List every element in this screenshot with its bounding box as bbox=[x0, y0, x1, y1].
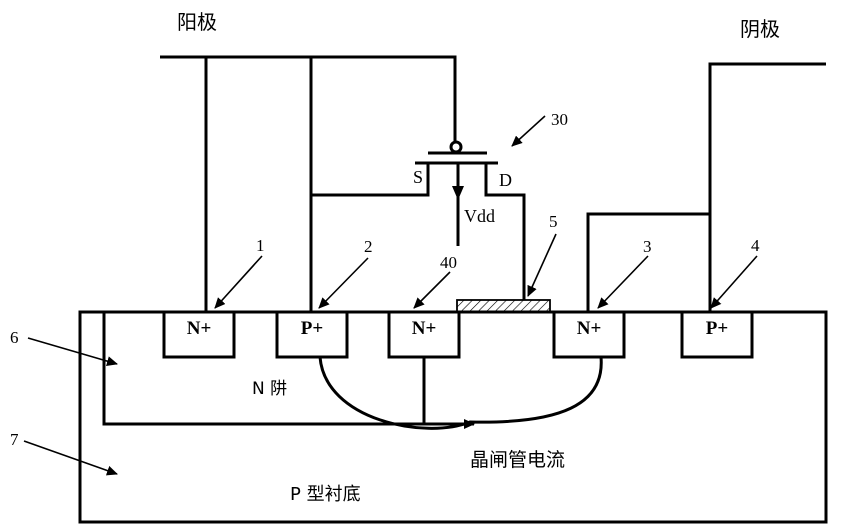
vdd-label: Vdd bbox=[464, 206, 495, 226]
leader-7 bbox=[24, 441, 117, 474]
region-label: N+ bbox=[187, 318, 212, 339]
region-label: P+ bbox=[301, 318, 323, 339]
cathode-wire bbox=[710, 64, 826, 312]
cathode-to-region-3 bbox=[588, 214, 710, 312]
ref-40-label: 40 bbox=[440, 253, 457, 272]
region-label: N+ bbox=[412, 318, 437, 339]
ref-6-label: 6 bbox=[10, 328, 19, 347]
leader-2 bbox=[319, 258, 368, 308]
pmos-body-arrow bbox=[452, 186, 464, 200]
leader-30 bbox=[512, 116, 545, 146]
anode-wire bbox=[160, 57, 455, 143]
cathode-label: 阴极 bbox=[740, 17, 780, 41]
pmos-gate-bubble bbox=[451, 142, 461, 152]
leader-1 bbox=[215, 256, 262, 308]
n-well-boundary bbox=[104, 312, 432, 424]
ref-1-label: 1 bbox=[256, 236, 265, 255]
n-well-label: N 阱 bbox=[252, 379, 287, 399]
gate-5 bbox=[457, 300, 550, 312]
ref-2-label: 2 bbox=[364, 237, 373, 256]
leader-5 bbox=[528, 234, 556, 296]
ref-30-label: 30 bbox=[551, 110, 568, 129]
region-label: N+ bbox=[577, 318, 602, 339]
source-label: S bbox=[413, 167, 423, 187]
ref-5-label: 5 bbox=[549, 212, 558, 231]
ref-7-label: 7 bbox=[10, 430, 19, 449]
drain-label: D bbox=[499, 170, 512, 190]
region-2-to-source bbox=[311, 163, 428, 195]
p-substrate-label: P 型衬底 bbox=[290, 484, 361, 505]
region-label: P+ bbox=[706, 318, 728, 339]
thyristor-current-arc bbox=[320, 357, 601, 428]
thyristor-current-label: 晶闸管电流 bbox=[470, 449, 565, 471]
ref-3-label: 3 bbox=[643, 237, 652, 256]
ref-4-label: 4 bbox=[751, 236, 760, 255]
leader-4 bbox=[711, 256, 757, 308]
leader-40 bbox=[414, 272, 450, 308]
anode-label: 阳极 bbox=[177, 10, 217, 34]
leader-3 bbox=[598, 256, 648, 308]
p-substrate-outline bbox=[80, 312, 826, 522]
